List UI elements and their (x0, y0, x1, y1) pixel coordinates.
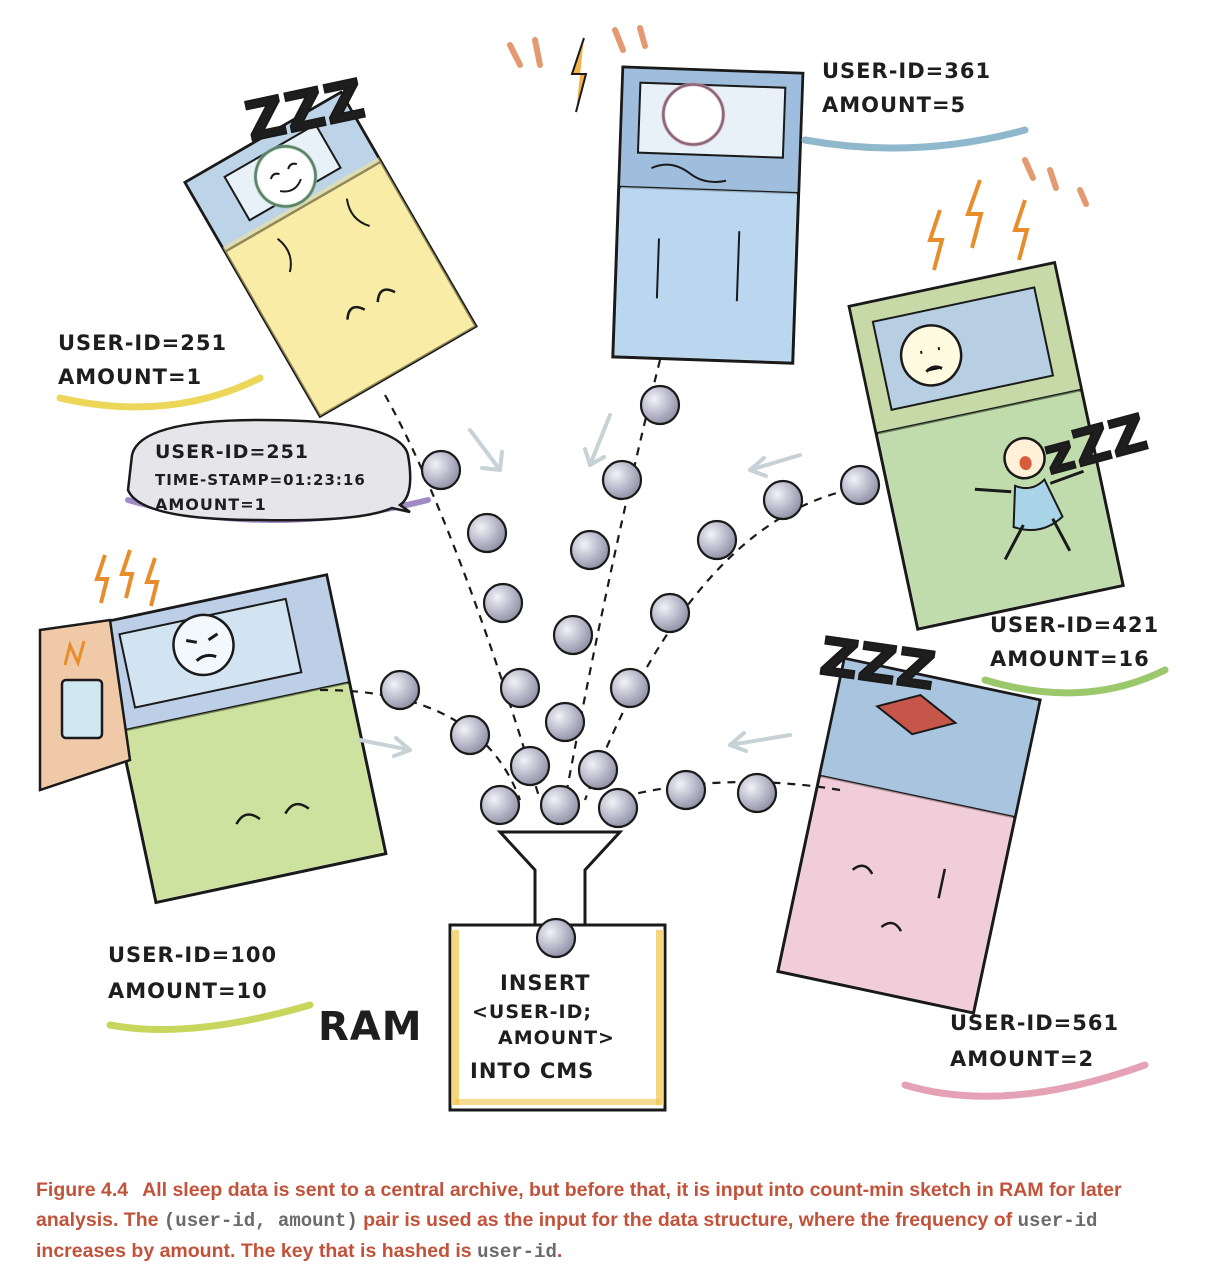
svg-text:USER-ID=561: USER-ID=561 (950, 1011, 1119, 1035)
box-line-3: AMOUNT> (498, 1027, 615, 1049)
label-user-251: USER-ID=251 AMOUNT=1 (58, 331, 227, 389)
bed-user-361 (611, 65, 805, 365)
bed-user-100 (94, 573, 388, 905)
bubble-line-1: USER-ID=251 (155, 441, 309, 463)
event-bubble: USER-ID=251 TIME-STAMP=01:23:16 AMOUNT=1 (126, 418, 412, 522)
caption-text-3: increases by amount. The key that is has… (36, 1240, 478, 1262)
caption-text-2: pair is used as the input for the data s… (357, 1209, 1018, 1231)
svg-text:AMOUNT=10: AMOUNT=10 (108, 979, 268, 1003)
svg-text:USER-ID=100: USER-ID=100 (108, 943, 277, 967)
nightstand-phone (38, 549, 160, 792)
svg-text:AMOUNT=16: AMOUNT=16 (990, 647, 1150, 671)
zzz-bottom-right: ZZZ (815, 626, 940, 704)
label-user-561: USER-ID=561 AMOUNT=2 (950, 1011, 1119, 1071)
figure-number: Figure 4.4 (36, 1179, 129, 1201)
phone-icon (60, 678, 104, 740)
caption-code-2: user-id (1017, 1210, 1098, 1232)
box-line-4: INTO CMS (470, 1059, 594, 1083)
data-stream-paths (319, 359, 881, 802)
caption-text-1: All sleep data is sent to a central arch… (36, 1179, 1122, 1231)
svg-text:AMOUNT=5: AMOUNT=5 (822, 93, 966, 117)
svg-text:USER-ID=421: USER-ID=421 (990, 613, 1159, 637)
cms-insert-box: INSERT <USER-ID; AMOUNT> INTO CMS (448, 830, 667, 1112)
bed-user-421 (847, 260, 1125, 631)
svg-text:ZZZ: ZZZ (816, 627, 939, 703)
lightning-right (927, 157, 1089, 271)
svg-text:AMOUNT=1: AMOUNT=1 (58, 365, 202, 389)
ram-label: RAM (318, 1004, 423, 1050)
bed-user-561 (776, 656, 1042, 1015)
box-line-2: <USER-ID; (472, 1001, 592, 1023)
bubble-line-3: AMOUNT=1 (155, 495, 267, 514)
caption-text-4: . (556, 1240, 563, 1262)
label-user-421: USER-ID=421 AMOUNT=16 (990, 613, 1159, 671)
label-user-100: USER-ID=100 AMOUNT=10 (108, 943, 277, 1003)
data-beads (379, 384, 881, 959)
lightning-top-center (507, 25, 648, 113)
flow-arrows (358, 413, 802, 758)
caption-code-3: user-id (477, 1241, 557, 1263)
caption-code-1: (user-id, amount) (163, 1210, 358, 1232)
svg-text:USER-ID=251: USER-ID=251 (58, 331, 227, 355)
svg-text:AMOUNT=2: AMOUNT=2 (950, 1047, 1094, 1071)
bubble-line-2: TIME-STAMP=01:23:16 (155, 471, 366, 489)
label-user-361: USER-ID=361 AMOUNT=5 (822, 59, 991, 117)
box-line-1: INSERT (500, 971, 590, 995)
bed-user-251 (183, 90, 478, 419)
sleep-data-diagram: ZZZ zZZ (38, 25, 1169, 1112)
svg-text:USER-ID=361: USER-ID=361 (822, 59, 991, 83)
